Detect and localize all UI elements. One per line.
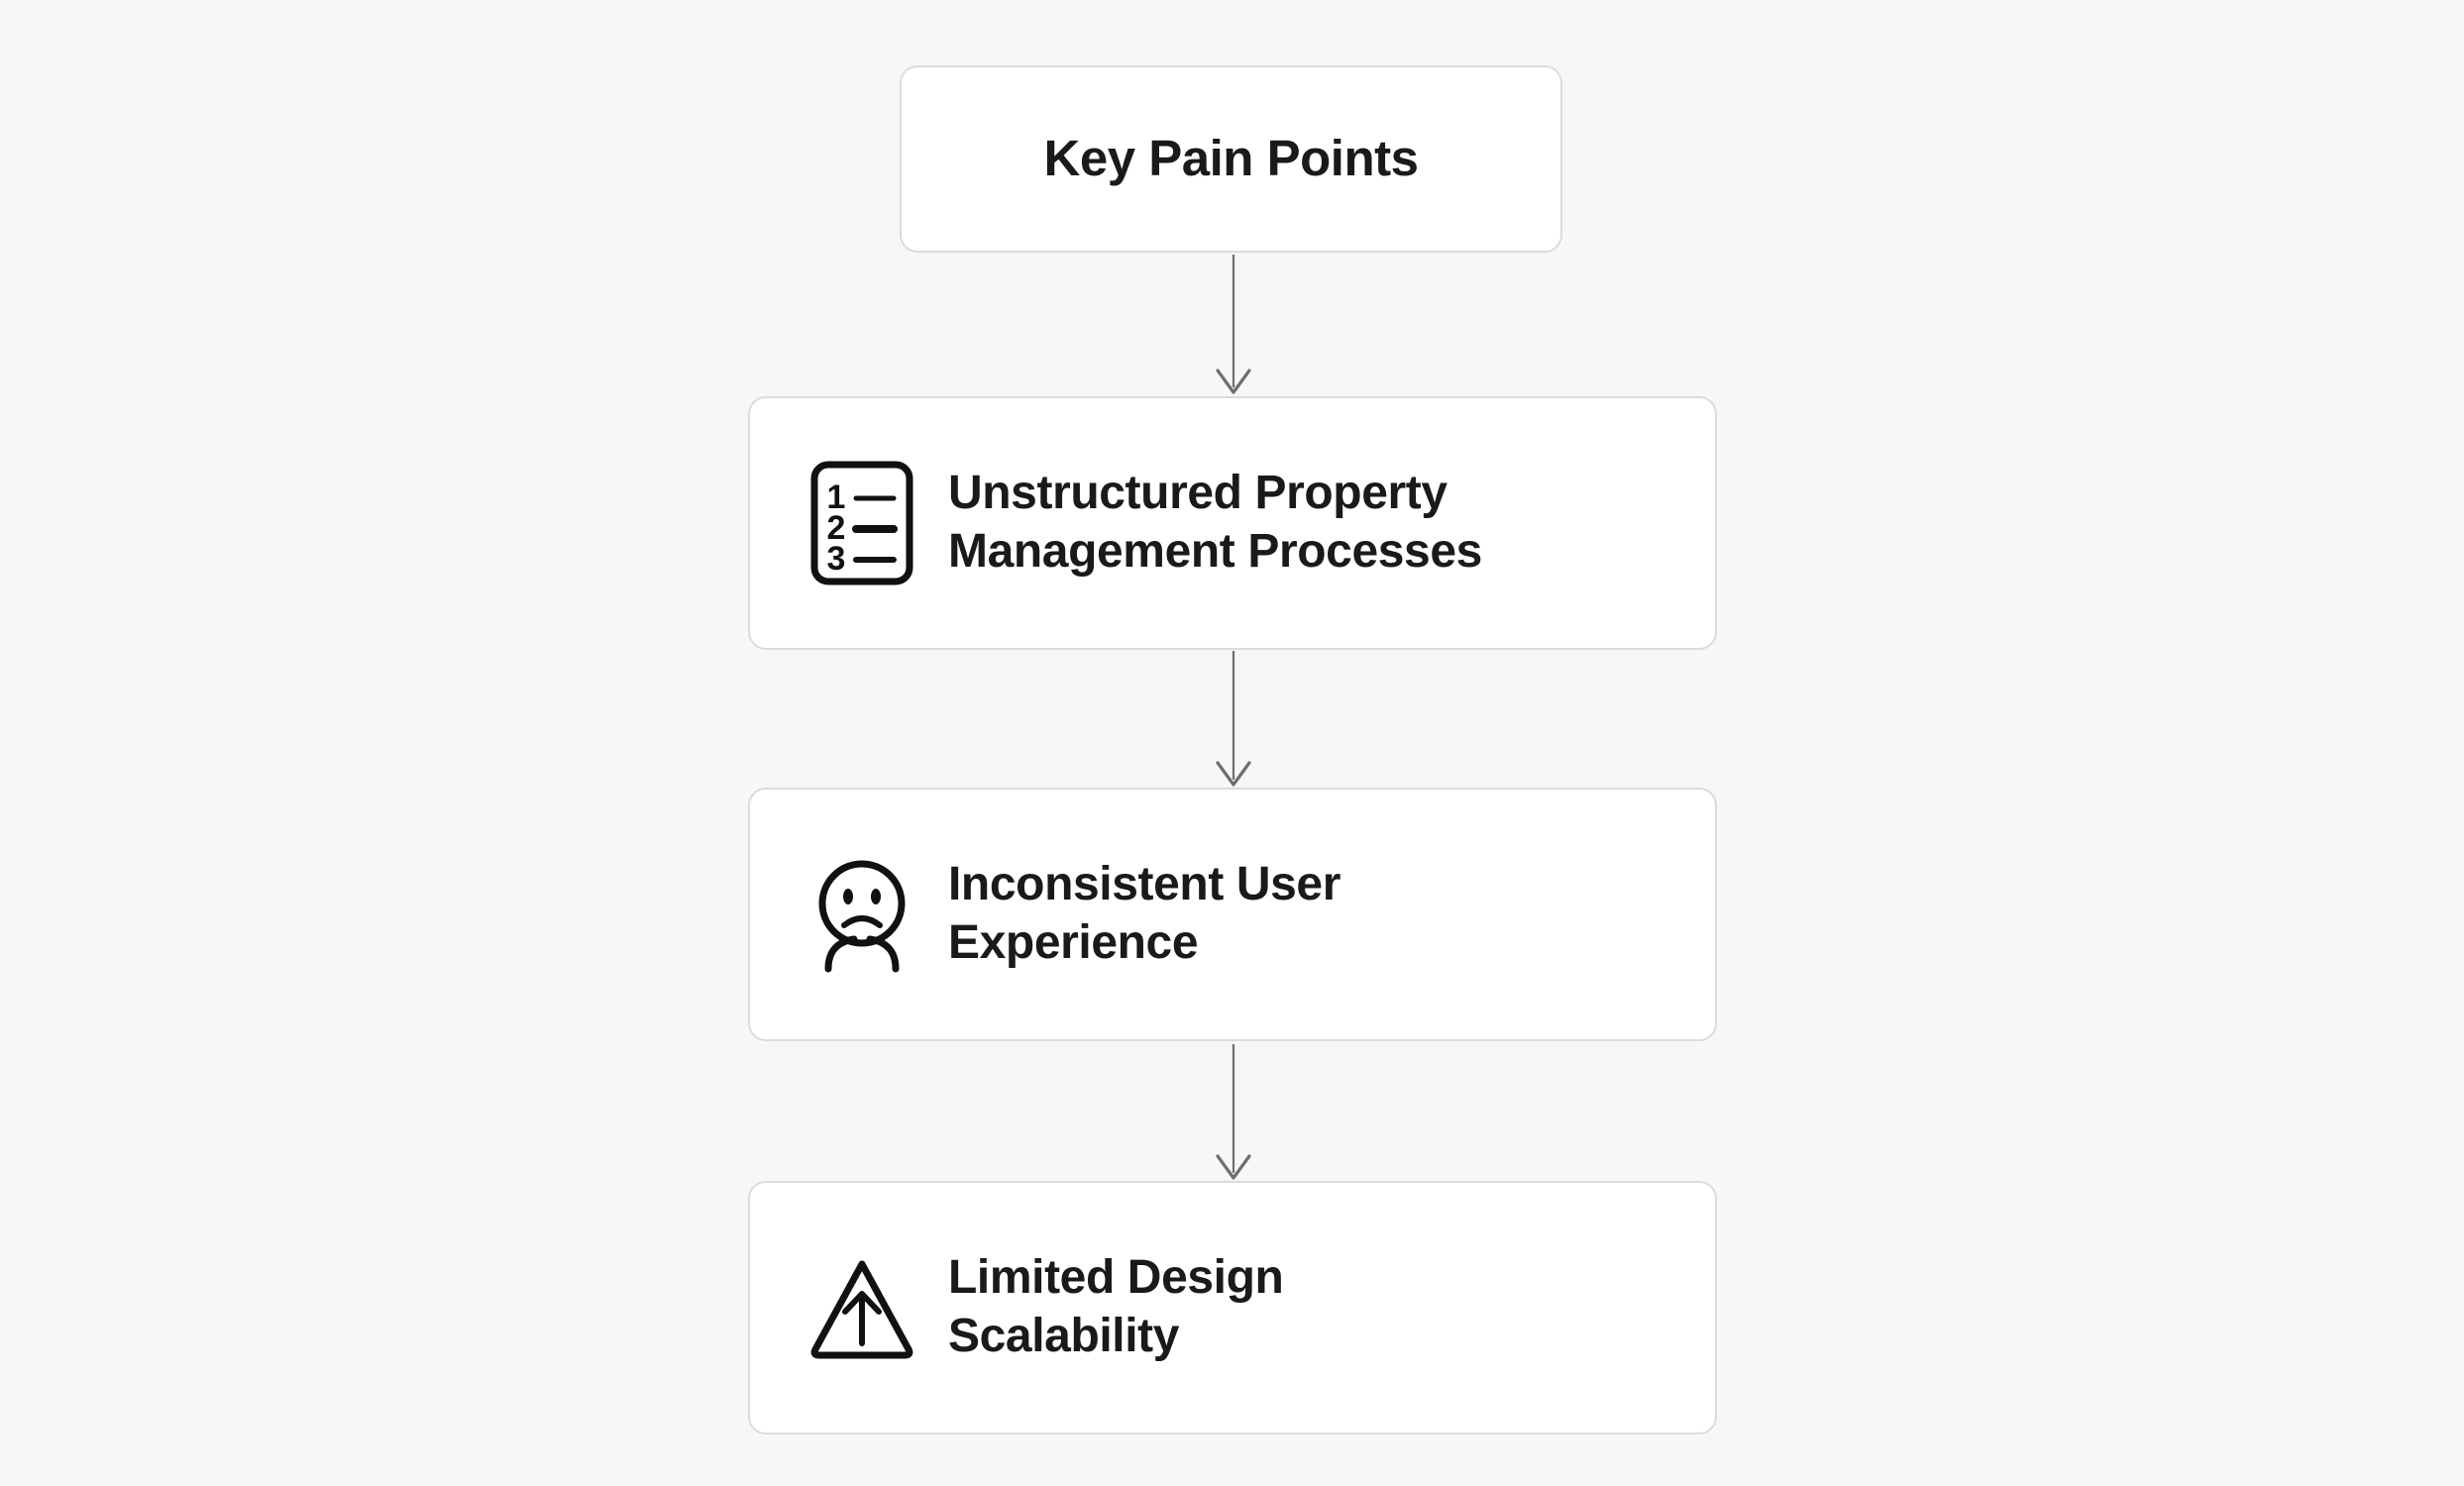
warning-triangle-up-arrow-icon xyxy=(803,1238,920,1377)
node-label: Unstructured Property Management Process… xyxy=(948,465,1482,581)
list-numeral-1: 1 xyxy=(827,478,846,516)
list-numeral-3: 3 xyxy=(827,540,846,578)
node-unstructured-property-management-processes[interactable]: 1 2 3 Unstructured Property Management P… xyxy=(748,396,1717,650)
sad-face-person-icon xyxy=(803,845,920,984)
node-label-line-2: Scalability xyxy=(948,1310,1180,1362)
arrow-item-2-to-item-3 xyxy=(1216,1044,1251,1180)
node-label-line-1: Unstructured Property xyxy=(948,467,1447,520)
node-label: Limited Design Scalability xyxy=(948,1249,1284,1365)
arrow-title-to-item-1 xyxy=(1216,255,1251,394)
node-key-pain-points[interactable]: Key Pain Points xyxy=(900,65,1562,253)
node-label-line-1: Inconsistent User xyxy=(948,858,1340,911)
list-numeral-2: 2 xyxy=(827,509,846,547)
node-inconsistent-user-experience[interactable]: Inconsistent User Experience xyxy=(748,788,1717,1041)
node-limited-design-scalability[interactable]: Limited Design Scalability xyxy=(748,1181,1717,1434)
page-title: Key Pain Points xyxy=(1043,130,1419,187)
node-label-line-2: Management Processes xyxy=(948,525,1482,578)
arrow-item-1-to-item-2 xyxy=(1216,651,1251,787)
node-label-line-2: Experience xyxy=(948,916,1199,969)
node-label-line-1: Limited Design xyxy=(948,1251,1284,1305)
node-label: Inconsistent User Experience xyxy=(948,856,1340,972)
numbered-list-icon: 1 2 3 xyxy=(803,454,920,592)
